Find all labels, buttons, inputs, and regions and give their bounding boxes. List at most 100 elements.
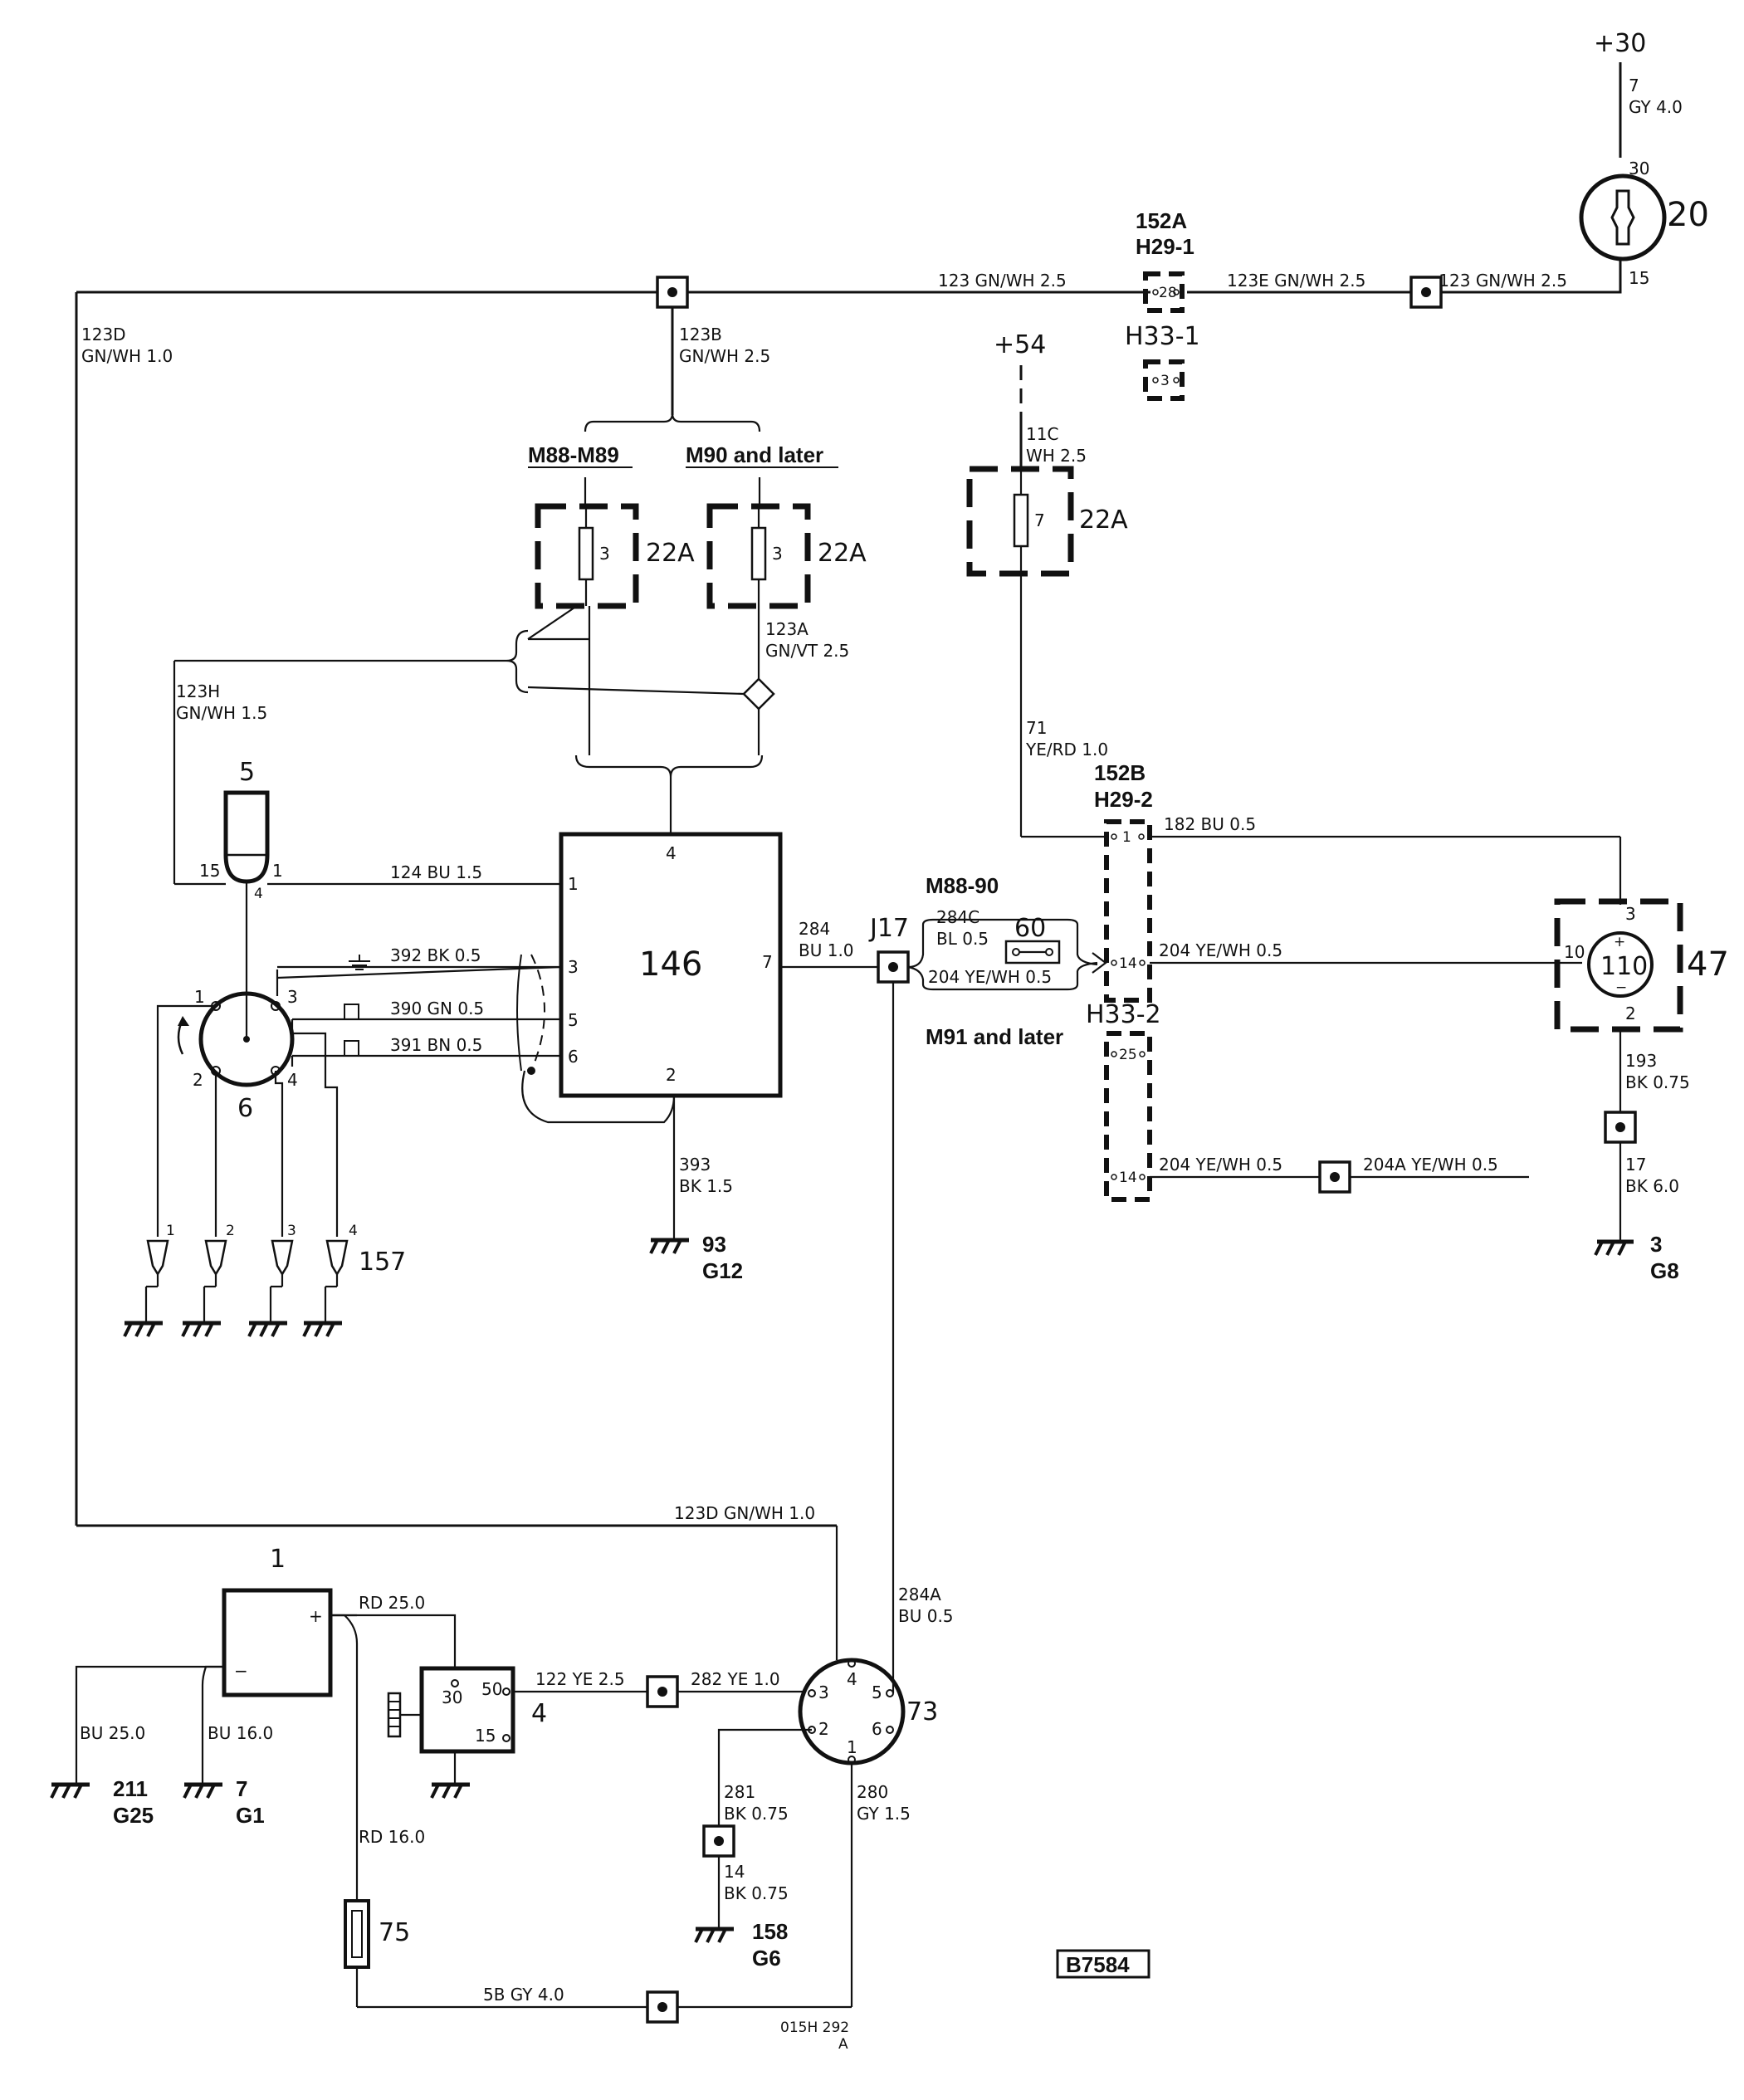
ground-g6-num: 158 — [752, 1919, 788, 1944]
wire-124: 124 BU 1.5 — [390, 862, 482, 882]
ground-g8: 3 G8 — [1594, 1232, 1679, 1283]
dist-pin3: 3 — [287, 987, 298, 1007]
wire-193-num: 193 — [1625, 1051, 1657, 1071]
wire-281-spec: BK 0.75 — [724, 1804, 789, 1824]
wire-7-num: 7 — [1629, 76, 1639, 95]
wire-bu25: BU 25.0 — [80, 1723, 145, 1743]
splice-204a — [1318, 1160, 1351, 1194]
ground-g6: 158 G6 — [694, 1919, 788, 1971]
wire-284c-spec: BL 0.5 — [936, 929, 989, 949]
splice-5b — [646, 1990, 679, 2024]
fuse-75: 75 — [344, 1899, 410, 1969]
wire-393-spec: BK 1.5 — [679, 1176, 733, 1196]
tach-plus: + — [1614, 934, 1625, 950]
wire-182: 182 BU 0.5 — [1164, 814, 1256, 834]
starter-icon — [419, 1666, 515, 1754]
plug-pin1: 1 — [166, 1223, 175, 1239]
ecu-pin1: 1 — [568, 874, 579, 894]
connector-h33-1-id: H33-1 — [1125, 322, 1200, 351]
ground-g8-name: G8 — [1650, 1258, 1679, 1283]
fuse-22a-left-pin: 3 — [599, 544, 610, 564]
wire-282: 282 YE 1.0 — [691, 1669, 780, 1689]
wire-391: 391 BN 0.5 — [390, 1035, 482, 1055]
tachometer-47: 3 10 + 110 − 2 47 — [1554, 898, 1729, 1033]
coil-pin4: 4 — [254, 886, 263, 902]
gauge-icon — [1587, 931, 1654, 998]
fuse-22a-left-id: 22A — [646, 539, 695, 568]
plus30-label: +30 — [1594, 29, 1646, 58]
plus54-label: +54 — [994, 330, 1046, 359]
ignition-pin-15: 15 — [1629, 268, 1649, 288]
wire-204-alt: 204 YE/WH 0.5 — [928, 967, 1052, 987]
splice-281 — [702, 1824, 735, 1858]
connector-152a-sub: H29-1 — [1136, 234, 1194, 259]
diagram-id-badge: B7584 — [1056, 1949, 1150, 1979]
starter-pin50: 50 — [481, 1679, 502, 1699]
splice-top-right — [1409, 276, 1443, 309]
square-pulse-icon — [344, 1040, 372, 1057]
battery-plus: + — [309, 1606, 323, 1626]
wire-11c-spec: WH 2.5 — [1026, 446, 1087, 466]
wire-284a-spec: BU 0.5 — [898, 1606, 954, 1626]
key-icon — [1610, 189, 1635, 246]
ignition-switch-body — [1579, 173, 1667, 261]
splice-top-left — [656, 276, 689, 309]
square-pulse-icon — [344, 1004, 372, 1020]
fuse-22a-mid-id: 22A — [818, 539, 867, 568]
spark-plug-icon — [203, 1239, 227, 1321]
connector-152b: 152B H29-2 1 14 — [1094, 760, 1153, 1003]
resistor-id: 60 — [1014, 914, 1046, 943]
wire-123d-bottom: 123D GN/WH 1.0 — [674, 1503, 815, 1523]
connector-152b-pin14: 14 — [1119, 955, 1137, 972]
starter-id: 4 — [531, 1699, 547, 1728]
wire-284c-num: 284C — [936, 907, 979, 927]
wire-rd16: RD 16.0 — [359, 1827, 425, 1847]
ecu-pin5: 5 — [568, 1010, 579, 1030]
tach-id: 47 — [1687, 945, 1729, 984]
conn73-pin4: 4 — [847, 1669, 857, 1689]
wire-123-top: 123 GN/WH 2.5 — [938, 271, 1067, 291]
connector-152a-id: 152A — [1136, 208, 1187, 233]
wire-7-spec: GY 4.0 — [1629, 97, 1683, 117]
battery-minus: − — [234, 1661, 248, 1681]
coil-pin1: 1 — [272, 861, 283, 881]
ground-symbol-icon — [349, 955, 370, 970]
wire-17-spec: BK 6.0 — [1625, 1176, 1679, 1196]
splice-122 — [646, 1675, 679, 1708]
plug-grounds — [123, 1321, 342, 1337]
wire-204-main: 204 YE/WH 0.5 — [1159, 940, 1282, 960]
conn73-pin3: 3 — [818, 1682, 829, 1702]
dist-pin1: 1 — [194, 987, 205, 1007]
wire-123a-num: 123A — [765, 619, 808, 639]
starter-pin15: 15 — [475, 1726, 496, 1746]
ground-g12-num: 93 — [702, 1232, 726, 1257]
starter-pin30: 30 — [442, 1687, 462, 1707]
spark-plug-icon — [324, 1239, 349, 1321]
distributor-6: 1 3 2 4 6 — [177, 987, 298, 1123]
wire-17-num: 17 — [1625, 1155, 1646, 1175]
wire-bu16: BU 16.0 — [208, 1723, 273, 1743]
fuse-icon — [578, 526, 594, 581]
ground-g12-name: G12 — [702, 1258, 743, 1283]
ground-g12: 93 G12 — [649, 1232, 743, 1283]
variant-m90-later: M90 and later — [686, 442, 823, 467]
wire-390: 390 GN 0.5 — [390, 999, 484, 1018]
connector-h33-1: H33-1 3 — [1125, 322, 1200, 401]
dist-pin2: 2 — [193, 1070, 203, 1090]
ecu-146: 146 4 1 3 5 6 7 2 — [559, 832, 783, 1098]
wire-123a-spec: GN/VT 2.5 — [765, 641, 849, 661]
connector-h33-2-pin14: 14 — [1119, 1170, 1137, 1186]
connector-h33-2: H33-2 25 14 — [1086, 1000, 1161, 1202]
spark-plug-icon — [269, 1239, 294, 1321]
fuse-22a-left: 3 22A — [535, 503, 695, 609]
fuse-icon — [750, 526, 767, 581]
dist-id: 6 — [237, 1094, 253, 1123]
wire-204-lower: 204 YE/WH 0.5 — [1159, 1155, 1282, 1175]
fuse-22a-right-id: 22A — [1079, 505, 1128, 535]
fuse-22a-right: 7 22A — [966, 466, 1128, 577]
fuse-22a-mid: 3 22A — [706, 503, 867, 609]
wire-392: 392 BK 0.5 — [390, 945, 481, 965]
plugs-id: 157 — [359, 1248, 406, 1277]
wire-123-right: 123 GN/WH 2.5 — [1439, 271, 1567, 291]
